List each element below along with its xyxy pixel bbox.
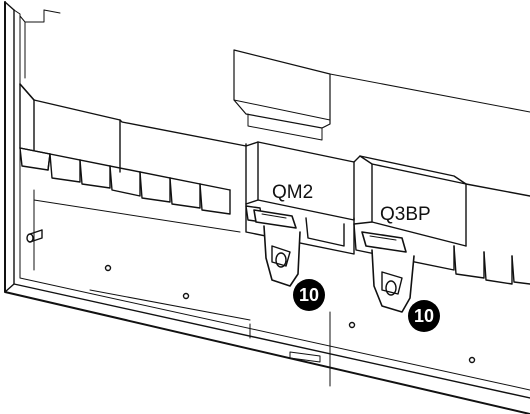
breaker-q3bp	[353, 221, 530, 285]
callout-badge-right: 10	[408, 300, 440, 332]
callout-badge-left: 10	[293, 279, 325, 311]
enclosure-floor	[33, 189, 331, 387]
switch-row-left	[19, 147, 231, 215]
module-row	[19, 83, 530, 247]
padlock-right	[371, 249, 415, 313]
padlock-left	[263, 225, 301, 287]
callout-number-right: 10	[414, 306, 434, 326]
back-panel	[19, 9, 530, 141]
breaker-label-qm2: QM2	[272, 182, 313, 203]
mounting-holes	[104, 264, 476, 364]
callout-number-left: 10	[299, 285, 319, 305]
breaker-qm2	[245, 199, 355, 255]
side-stud	[26, 229, 43, 243]
breaker-label-q3bp: Q3BP	[380, 204, 431, 225]
